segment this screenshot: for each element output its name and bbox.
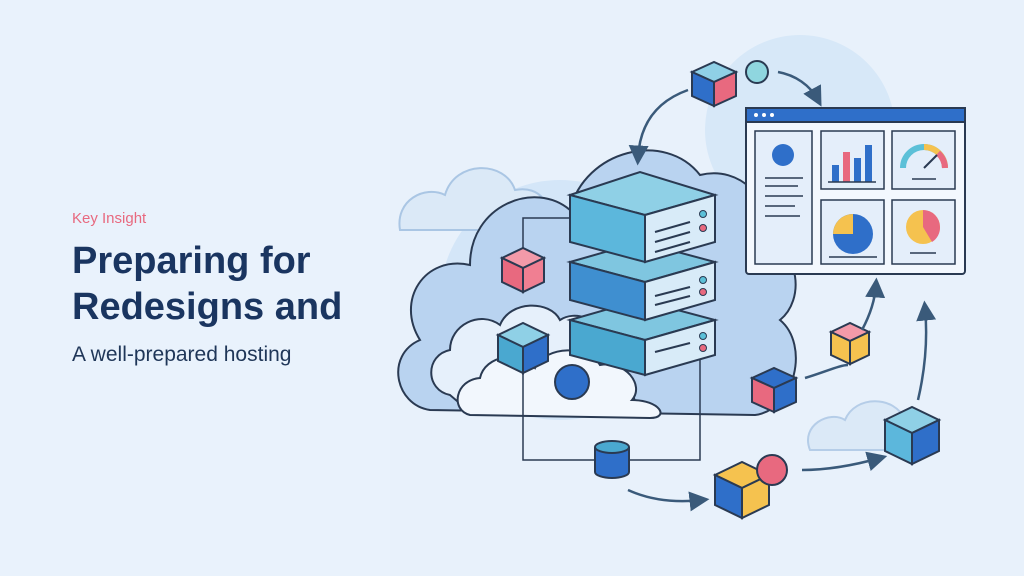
cube-icon <box>712 460 772 520</box>
page-title: Preparing for Redesigns and <box>72 238 372 330</box>
subtitle: A well-prepared hosting <box>72 343 292 366</box>
title-line-1: Preparing for <box>72 240 311 282</box>
node-circle <box>554 364 590 400</box>
arrow-icon <box>627 70 937 512</box>
node-circle <box>756 454 788 486</box>
pie-chart-icon <box>820 199 885 265</box>
pie-chart-icon <box>891 199 956 265</box>
title-line-2: Redesigns and <box>72 286 343 328</box>
cube-icon <box>882 405 942 466</box>
cube-icon <box>749 366 799 414</box>
node-circle <box>745 60 769 84</box>
database-icon <box>594 440 630 479</box>
cube-icon <box>689 60 739 108</box>
bar-chart-icon <box>820 130 885 190</box>
gauge-icon <box>891 130 956 190</box>
eyebrow-label: Key Insight <box>72 210 147 227</box>
cube-icon <box>499 246 547 294</box>
server-stack-icon <box>566 170 719 377</box>
hosting-illustration <box>397 35 966 520</box>
dashboard-window-icon <box>745 107 966 275</box>
hero-text-panel: Key Insight Preparing for Redesigns and … <box>0 0 390 576</box>
cube-icon <box>828 321 872 366</box>
cube-icon <box>495 321 551 375</box>
